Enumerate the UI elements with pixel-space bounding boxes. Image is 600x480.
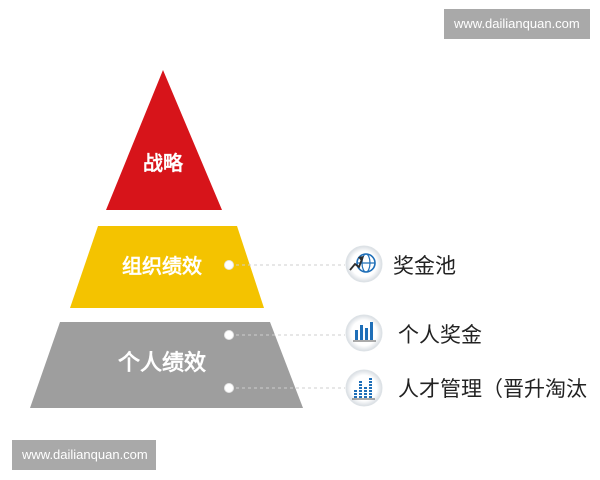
bar-chart-icon: [345, 314, 383, 352]
tier-individual-performance-label: 个人绩效: [118, 350, 206, 376]
tier-individual-performance: [30, 322, 303, 408]
tier-org-performance: [70, 226, 264, 308]
watermark-top: www.dailianquan.com: [444, 9, 590, 39]
connector-3: [224, 383, 345, 393]
tier-strategy: [106, 70, 222, 210]
watermark-bottom: www.dailianquan.com: [12, 440, 156, 470]
item-personal-bonus-label: 个人奖金: [398, 323, 482, 347]
equalizer-chart-icon: [345, 369, 383, 407]
item-bonus-pool-label: 奖金池: [393, 254, 456, 278]
tier-org-performance-label: 组织绩效: [122, 254, 202, 278]
tier-strategy-label: 战略: [143, 151, 184, 175]
connector-2: [224, 330, 345, 340]
globe-growth-icon: [345, 245, 383, 283]
connector-1: [224, 260, 345, 270]
item-talent-management-label: 人才管理（晋升淘汰: [398, 377, 587, 401]
